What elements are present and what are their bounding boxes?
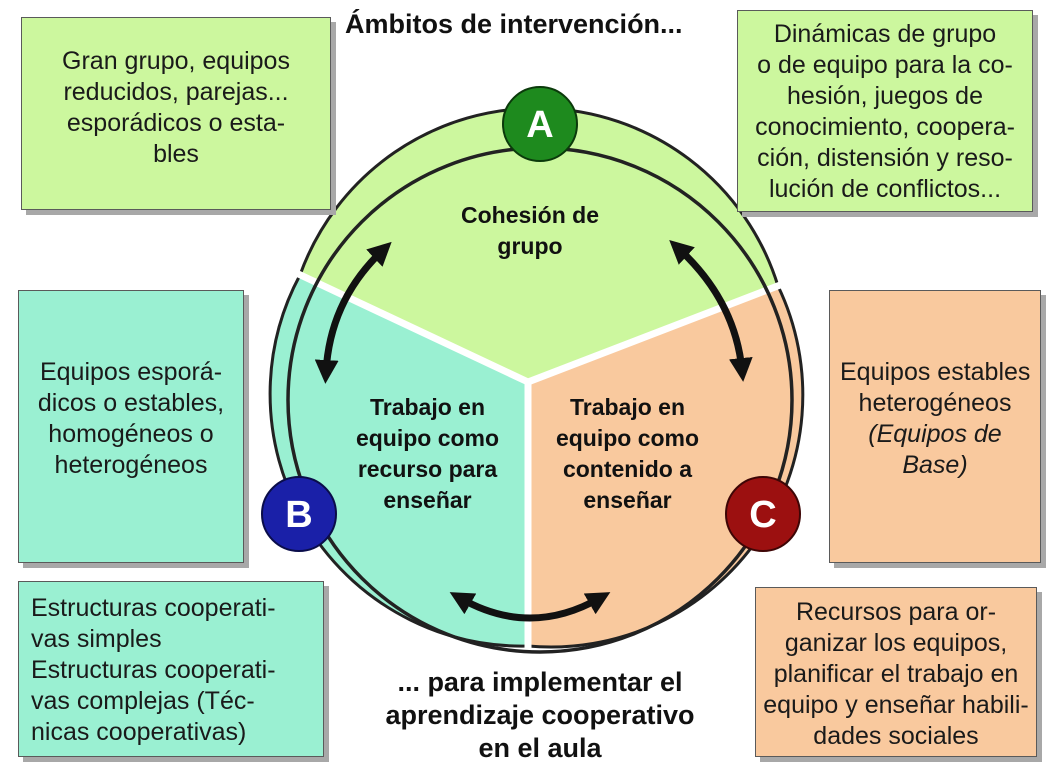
title-top: Ámbitos de intervención... xyxy=(345,9,683,39)
box-bottom-right: Recursos para or- ganizar los equipos, p… xyxy=(755,587,1037,757)
badge-b: B xyxy=(261,476,337,552)
svg-text:A: A xyxy=(526,104,553,146)
box-top-left: Gran grupo, equipos reducidos, parejas..… xyxy=(21,17,331,210)
svg-text:C: C xyxy=(749,494,776,536)
svg-text:B: B xyxy=(285,494,312,536)
badge-c: C xyxy=(725,476,801,552)
title-bottom: ... para implementar el aprendizaje coop… xyxy=(330,666,750,765)
arrow-a-c xyxy=(669,239,753,382)
title-bottom-line: ... para implementar el xyxy=(397,667,683,697)
arrow-b-c xyxy=(449,592,611,622)
box-top-right: Dinámicas de grupo o de equipo para la c… xyxy=(737,10,1033,212)
segment-b-label: Trabajo en equipo como recurso para ense… xyxy=(355,394,500,513)
box-bottom-left: Estructuras cooperati- vas simples Estru… xyxy=(18,581,324,757)
title-bottom-line: aprendizaje cooperativo xyxy=(385,700,695,730)
arrow-a-b xyxy=(314,241,392,384)
box-mid-left: Equipos esporá- dicos o estables, homogé… xyxy=(18,290,244,563)
segment-a-label: Cohesión de grupo xyxy=(460,202,599,259)
box-mid-right: Equipos estables heterogéneos (Equipos d… xyxy=(829,290,1041,563)
title-bottom-line: en el aula xyxy=(478,733,602,763)
badge-a: A xyxy=(502,86,578,162)
segment-c-label: Trabajo en equipo como contenido a enseñ… xyxy=(555,394,700,513)
